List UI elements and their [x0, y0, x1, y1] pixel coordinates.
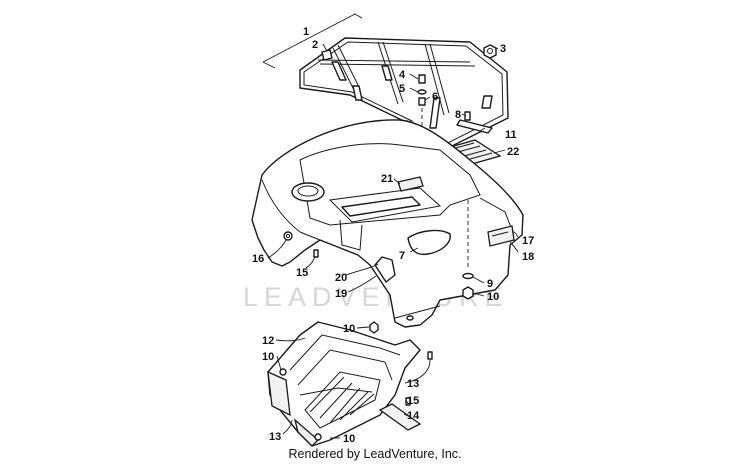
callout-3: 3 [500, 43, 506, 55]
callout-17: 17 [522, 235, 534, 247]
callout-8: 8 [455, 109, 461, 121]
bracket-part [321, 49, 333, 61]
rear-fender [251, 119, 524, 328]
callout-4: 4 [399, 69, 406, 81]
callout-14: 14 [407, 410, 420, 422]
nut-center [369, 321, 379, 334]
callout-15-upper: 15 [296, 267, 308, 279]
callout-10-right: 10 [487, 291, 499, 303]
callout-13-right: 13 [407, 378, 419, 390]
screw-13-right [427, 351, 433, 360]
group-bracket [262, 13, 363, 63]
callout-11: 11 [505, 129, 517, 141]
callout-5: 5 [399, 83, 405, 95]
callout-20: 20 [335, 272, 347, 284]
callout-21: 21 [381, 173, 393, 185]
step-guard [378, 403, 422, 431]
callout-18: 18 [522, 251, 534, 263]
callout-16: 16 [252, 253, 264, 265]
washer-nut-right [462, 200, 474, 300]
callout-10-left: 10 [262, 351, 274, 363]
callout-9: 9 [487, 278, 493, 290]
callout-13-left: 13 [269, 431, 281, 443]
callout-22: 22 [507, 146, 519, 158]
callout-2: 2 [312, 39, 318, 51]
footer-credit: Rendered by LeadVenture, Inc. [288, 447, 462, 461]
callout-6: 6 [432, 91, 438, 103]
nut-icon [483, 44, 497, 59]
callout-19: 19 [335, 288, 347, 300]
callout-15-lower: 15 [407, 395, 419, 407]
callout-1: 1 [303, 26, 309, 38]
callout-10-bottom: 10 [343, 433, 355, 445]
callout-7: 7 [399, 250, 405, 262]
leader-lines [267, 43, 519, 439]
screw-15-lower [405, 397, 411, 406]
footwell [267, 321, 421, 447]
callout-10-center: 10 [343, 323, 355, 335]
callout-12: 12 [262, 335, 274, 347]
